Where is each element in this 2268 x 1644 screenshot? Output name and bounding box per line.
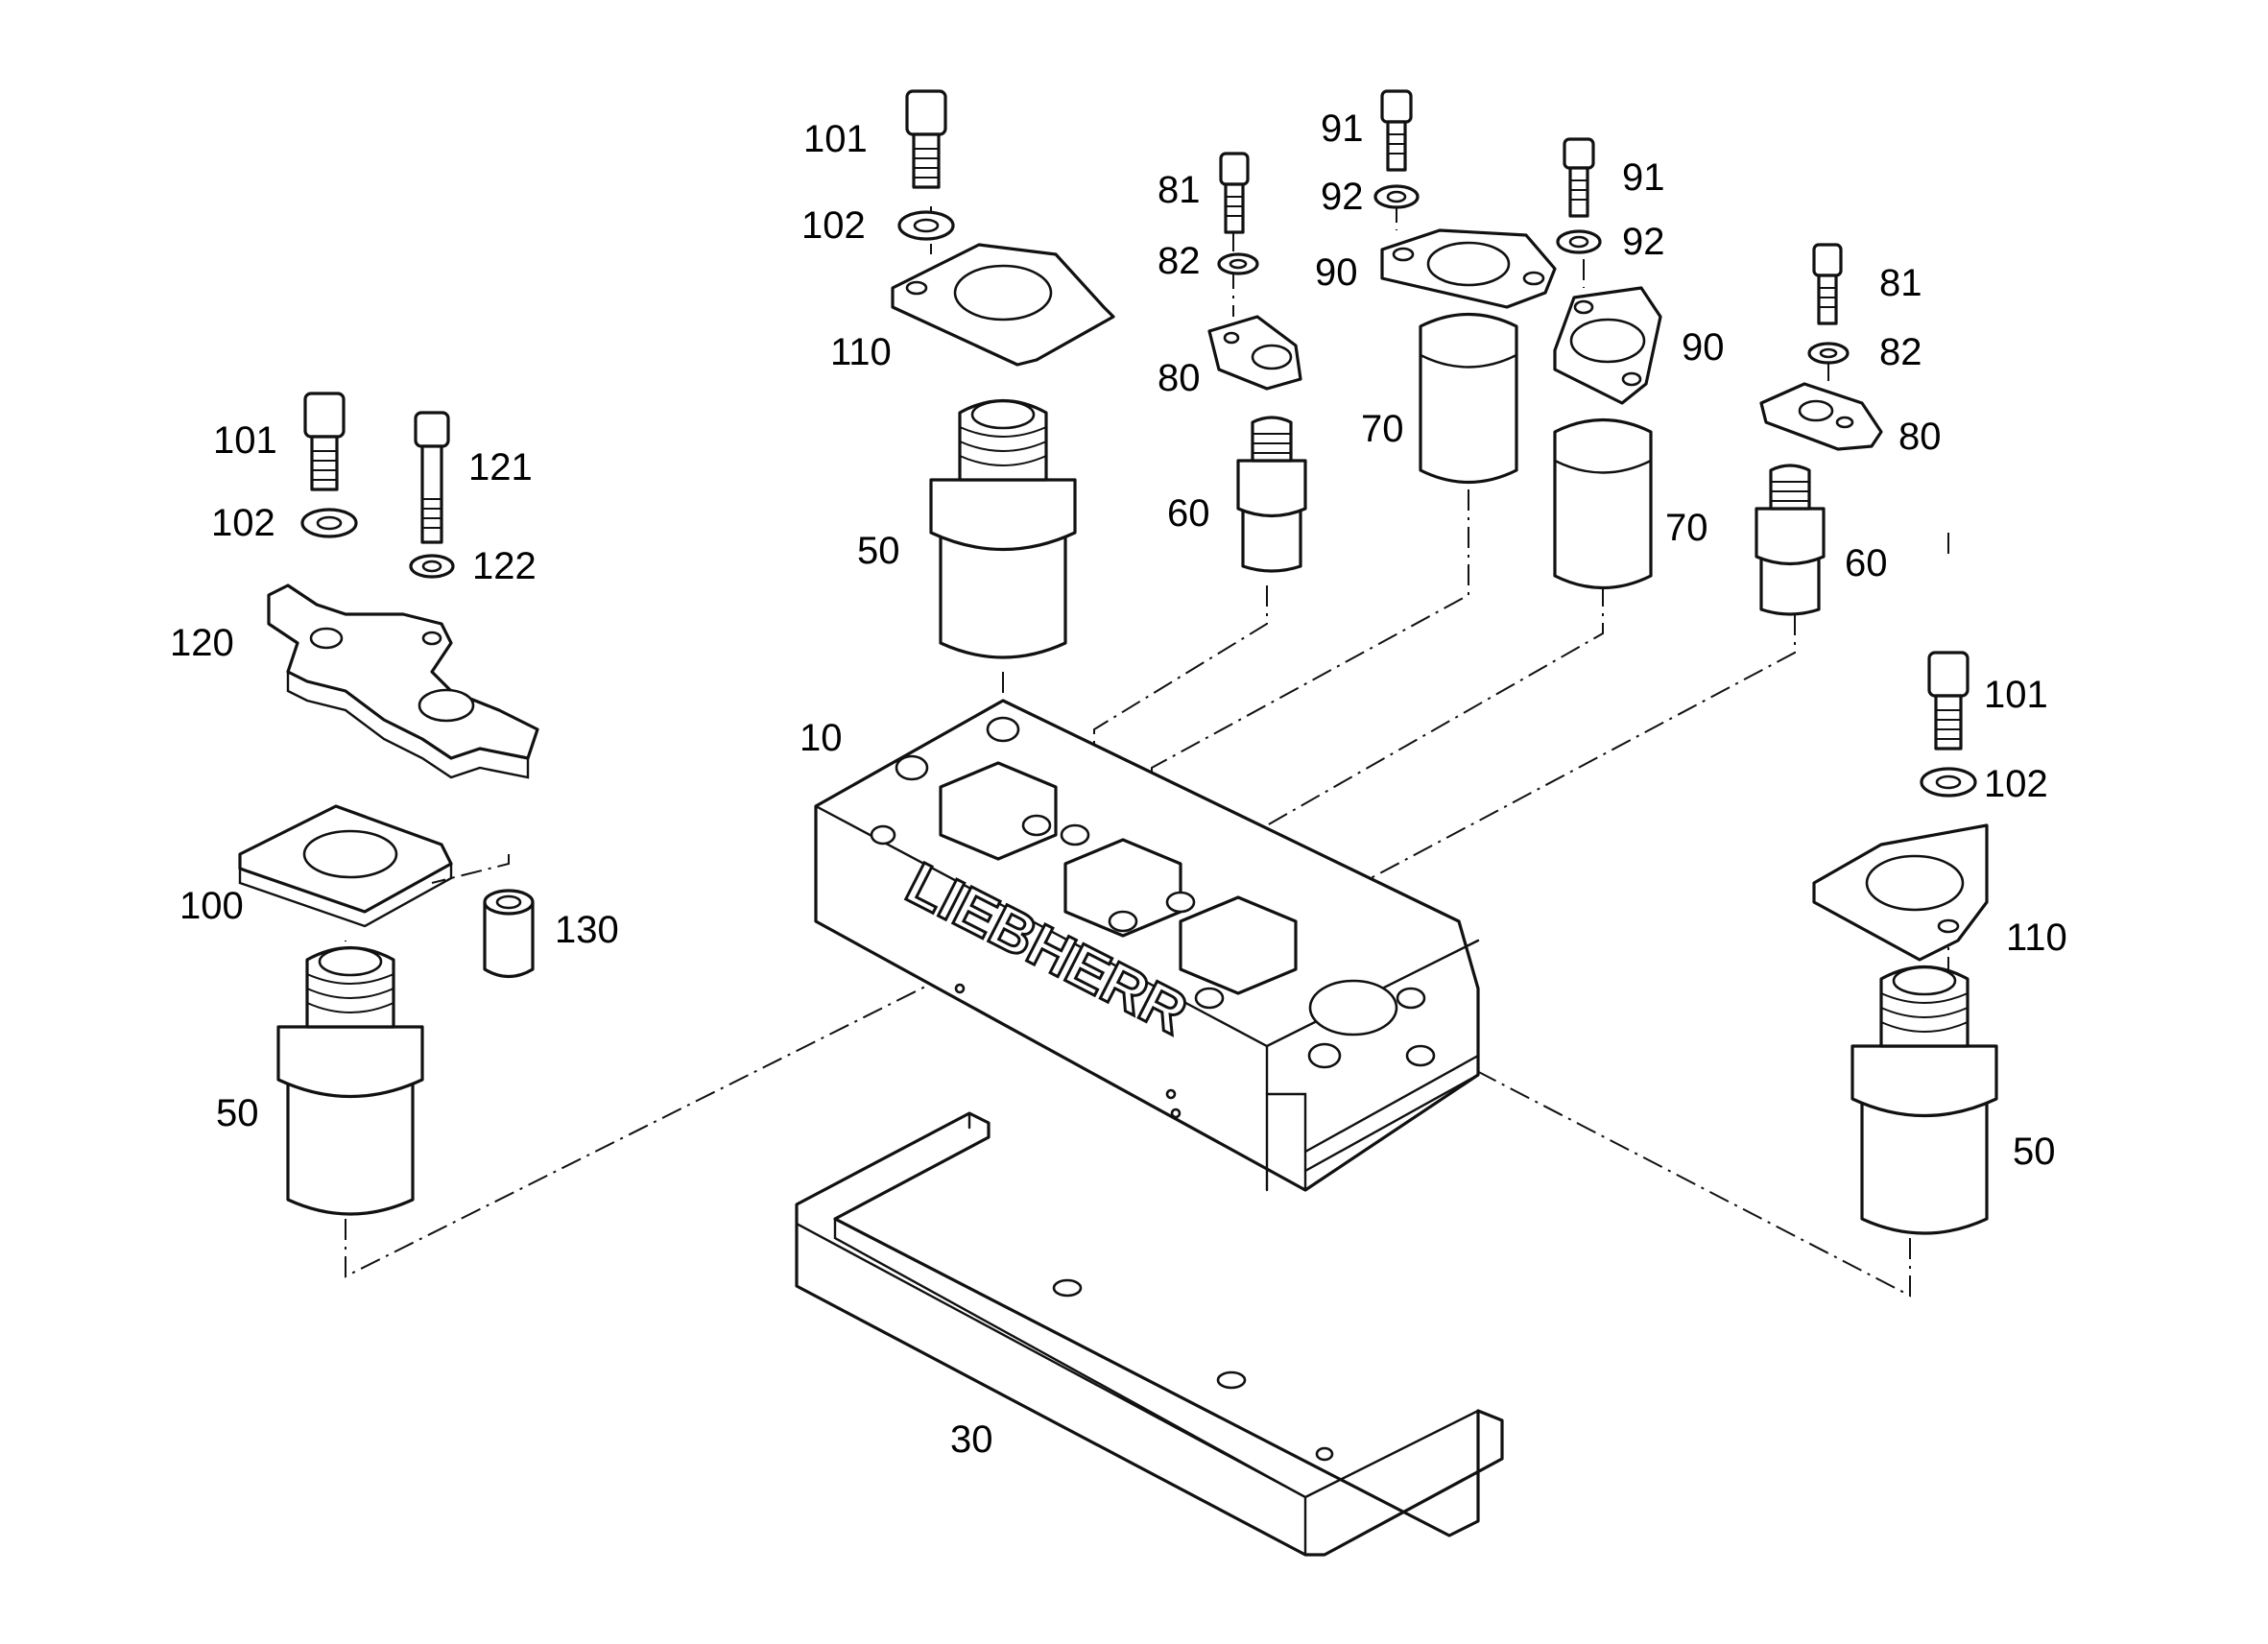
flange-90-second: [1553, 286, 1662, 405]
washer-92-first: [1373, 184, 1420, 209]
bolt-81-center: [1219, 152, 1250, 234]
label-60-center: 60: [1167, 492, 1210, 535]
fitting-50-top: [929, 398, 1077, 659]
label-101-top: 101: [803, 118, 868, 160]
label-100: 100: [179, 885, 244, 927]
cap-70-first: [1419, 313, 1518, 484]
label-110-right: 110: [2006, 917, 2067, 959]
label-121: 121: [468, 446, 533, 488]
flange-80-right: [1759, 382, 1883, 451]
bolt-81-right: [1812, 243, 1843, 325]
label-130: 130: [555, 909, 619, 951]
part-labels: 101 102 110 50 81 82 80 60 91 92 90 70 9…: [170, 107, 2067, 1461]
flange-80-center: [1207, 315, 1302, 391]
label-82-center: 82: [1158, 240, 1201, 282]
flange-110-top: [891, 243, 1115, 367]
label-70-first: 70: [1361, 408, 1404, 450]
plug-60-center: [1236, 416, 1307, 573]
washer-102-left: [300, 508, 358, 538]
manifold-block-10: LIEBHERR: [814, 699, 1480, 1192]
bolt-101-right: [1927, 651, 1970, 751]
flange-90-first: [1380, 228, 1557, 309]
label-92-second: 92: [1622, 221, 1665, 263]
base-plate-30: [795, 1111, 1504, 1557]
label-30: 30: [950, 1418, 993, 1461]
label-120: 120: [170, 622, 234, 664]
label-82-right: 82: [1879, 331, 1922, 373]
label-70-second: 70: [1665, 507, 1708, 549]
label-91-first: 91: [1321, 107, 1364, 150]
bolt-101-left: [303, 392, 346, 491]
bracket-120: [267, 584, 539, 779]
washer-102-right: [1920, 767, 1977, 798]
bolt-121: [414, 411, 450, 544]
label-10: 10: [800, 717, 843, 759]
plug-60-right: [1755, 464, 1826, 616]
label-50-left: 50: [216, 1092, 259, 1134]
washer-102-top: [897, 210, 955, 241]
label-50-top: 50: [857, 530, 900, 572]
fitting-50-left: [276, 945, 424, 1216]
label-80-right: 80: [1898, 416, 1942, 458]
cap-70-second: [1553, 418, 1653, 589]
bolt-101-top: [905, 89, 947, 189]
label-60-right: 60: [1845, 542, 1888, 584]
washer-122: [409, 554, 455, 579]
sleeve-130: [483, 889, 535, 979]
label-50-right: 50: [2013, 1131, 2056, 1173]
label-80-center: 80: [1158, 357, 1201, 399]
label-90-second: 90: [1682, 326, 1725, 369]
bolt-91-second: [1563, 137, 1595, 218]
label-102-right: 102: [1984, 763, 2048, 805]
label-122: 122: [472, 545, 537, 587]
label-101-right: 101: [1984, 674, 2048, 716]
label-90-first: 90: [1315, 251, 1358, 294]
flange-110-right: [1812, 823, 1989, 962]
washer-82-right: [1807, 342, 1850, 365]
washer-92-second: [1556, 229, 1602, 254]
washer-82-center: [1217, 252, 1259, 275]
plate-100: [238, 804, 453, 928]
label-102-left: 102: [211, 502, 275, 544]
label-110-top: 110: [830, 331, 892, 373]
label-81-right: 81: [1879, 262, 1922, 304]
label-92-first: 92: [1321, 176, 1364, 218]
label-101-left: 101: [213, 419, 277, 462]
label-91-second: 91: [1622, 156, 1665, 199]
bolt-91-first: [1380, 89, 1413, 172]
label-102-top: 102: [801, 204, 866, 247]
label-81-center: 81: [1158, 169, 1201, 211]
fitting-50-right: [1850, 965, 1998, 1235]
